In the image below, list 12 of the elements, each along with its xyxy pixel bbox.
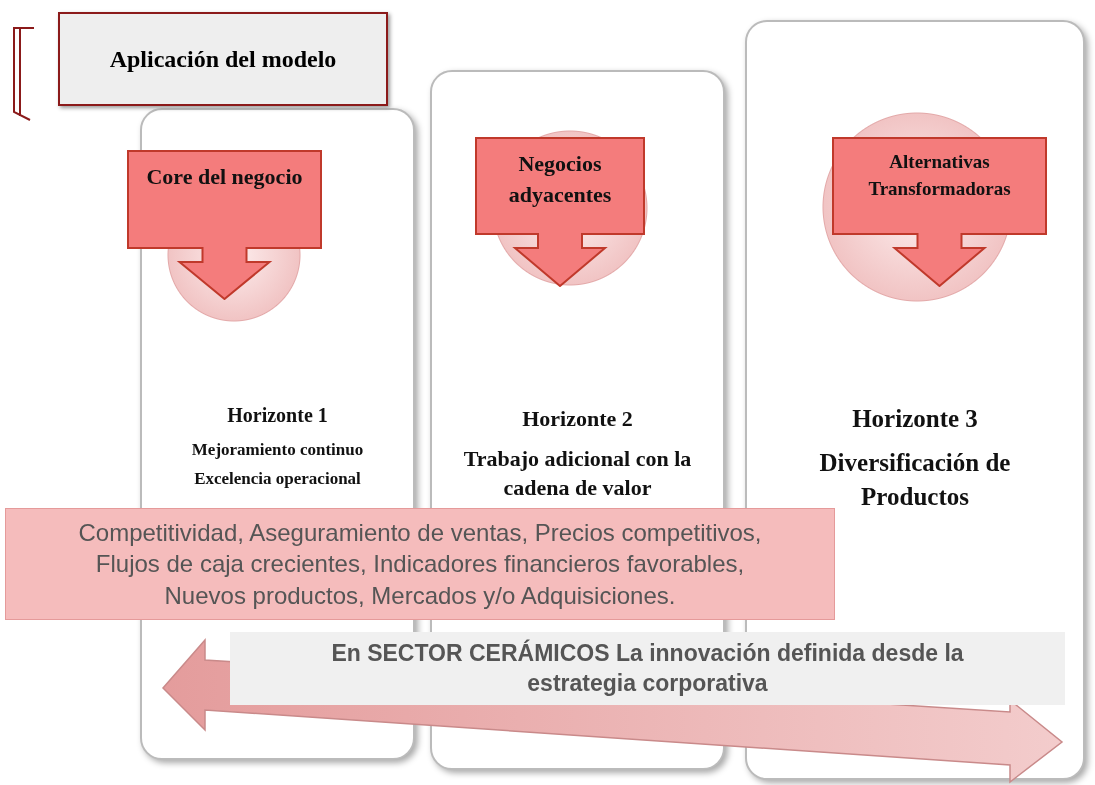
callout-label: Negocios adyacentes (507, 150, 613, 209)
title-box: Aplicación del modelo (58, 12, 388, 106)
callout-label: Alternativas Transformadoras (867, 150, 1012, 201)
panel-text: Excelencia operacional (193, 467, 362, 490)
panel-heading: Horizonte 1 (226, 403, 329, 428)
panel-text: Trabajo adicional con la cadena de valor (462, 444, 693, 503)
text-banner: En SECTOR CERÁMICOS La innovación definida desde la estrategia corporativa (230, 632, 1065, 705)
panel-heading: Horizonte 2 (521, 405, 634, 433)
text-banner: Competitividad, Aseguramiento de ventas, Precios competitivos, Flujos de caja crecientes, Indicadores financieros favorables, Nuevos productos, Mercados y/o Adquisiciones. (5, 508, 835, 620)
panel-heading: Horizonte 3 (851, 404, 979, 434)
panel-text: Mejoramiento continuo (190, 439, 365, 461)
callout-label: Core del negocio (145, 163, 304, 191)
